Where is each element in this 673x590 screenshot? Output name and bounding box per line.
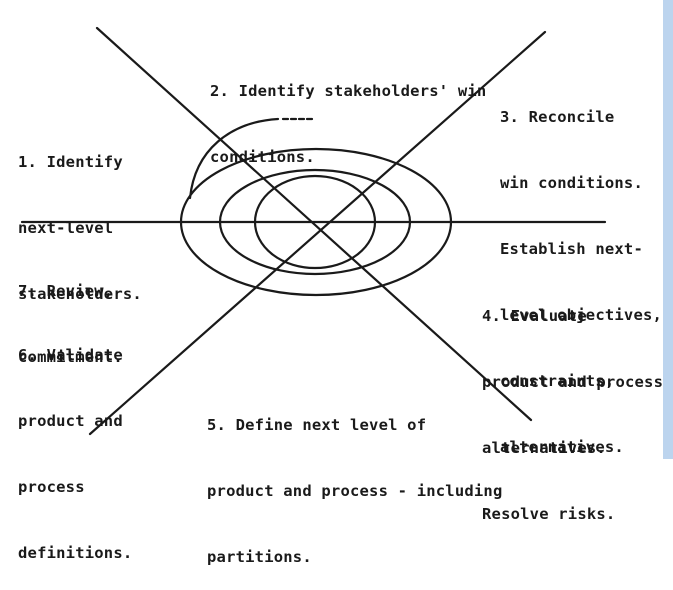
right-edge-strip [663,0,673,459]
label-step-7-line: 7. Review, [18,282,114,300]
label-step-6-line: 6. Validate [18,346,123,364]
spiral-outer-ring [179,147,453,297]
label-step-4-line: alternatives. [482,439,606,457]
label-step-3-line: 3. Reconcile [500,108,615,126]
label-step-3-line: level objectives, [500,306,663,324]
label-step-3: 3. Reconcile win conditions. Establish n… [500,62,662,480]
label-step-5-line: 5. Define next level of [207,416,427,434]
diagonal-line-top-left [95,26,533,422]
label-step-7: 7. Review, commitment. [18,236,123,390]
spiral-diagram [20,26,607,436]
label-step-3-line: win conditions. [500,174,643,192]
spiral-entry-curve [188,117,280,200]
label-step-1-line: next-level [18,219,114,237]
label-step-3-line: constraints, [500,372,615,390]
spiral-inner-ring [253,174,377,224]
label-step-1: 1. Identify next-level stakeholders. [18,107,142,327]
label-step-3-line: alternatives. [500,438,624,456]
label-step-3-line: Establish next- [500,240,643,258]
spiral-middle-ring [218,168,412,276]
label-step-6-line: definitions. [18,544,133,562]
diagonal-line-top-right [88,30,547,436]
label-step-1-line: 1. Identify [18,153,123,171]
label-step-6-line: process [18,478,85,496]
label-step-6-line: product and [18,412,123,430]
label-step-5-line: partitions. [207,548,312,566]
spiral-inner-ring-lower [253,220,377,270]
label-step-4: 4. Evaluate product and process alternat… [482,261,663,547]
label-step-5: 5. Define next level of product and proc… [207,370,503,590]
label-step-2-line: conditions. [210,148,315,166]
label-step-2-line: 2. Identify stakeholders' win [210,82,487,100]
label-step-4-line: product and process [482,373,664,391]
label-step-7-line: commitment. [18,348,123,366]
label-step-2: 2. Identify stakeholders' win conditions… [210,36,486,190]
label-step-5-line: product and process - including [207,482,503,500]
label-step-4-line: 4. Evaluate [482,307,587,325]
label-step-1-line: stakeholders. [18,285,142,303]
label-step-4-line: Resolve risks. [482,505,616,523]
